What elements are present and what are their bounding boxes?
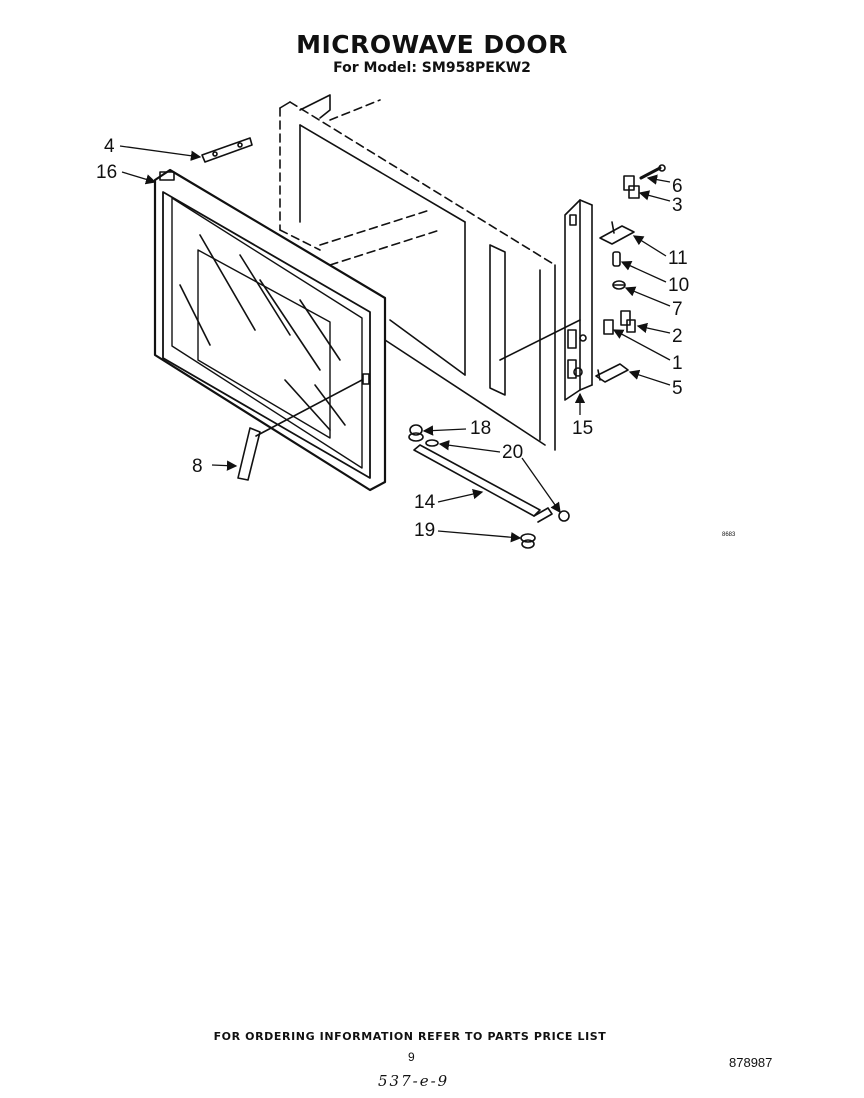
callout-18: 18: [470, 418, 491, 439]
spring-part-7: [612, 280, 626, 290]
leader-2: [636, 322, 671, 334]
handwritten-note: 537-e-9: [378, 1072, 450, 1090]
leader-14: [437, 488, 484, 503]
leader-18: [422, 425, 467, 436]
corner-code: 8683: [722, 532, 736, 538]
callout-8: 8: [192, 456, 203, 477]
leader-16: [121, 171, 157, 185]
callout-10: 10: [668, 275, 689, 296]
rear-door-frame: [279, 94, 581, 451]
leader-6: [646, 174, 671, 185]
latch-lever-part-11: [599, 221, 635, 245]
leader-3: [638, 190, 671, 202]
document-number: 878987: [729, 1055, 773, 1070]
leader-20b: [521, 457, 561, 514]
handle-trim-part-8: [237, 379, 363, 481]
pin-part-10: [612, 251, 621, 267]
ordering-note: FOR ORDERING INFORMATION REFER TO PARTS …: [213, 1030, 607, 1043]
latch-part-2: [620, 310, 636, 333]
leader-20a: [438, 440, 501, 453]
front-door-assembly: [153, 168, 387, 492]
latch-part-3: [623, 175, 640, 199]
callout-6: 6: [672, 176, 683, 197]
callout-20: 20: [502, 442, 523, 463]
screw-part-6: [639, 164, 666, 180]
callout-19: 19: [414, 520, 435, 541]
leader-5: [628, 369, 671, 386]
callout-1: 1: [672, 353, 683, 374]
bracket-part-5: [595, 363, 629, 383]
model-subtitle: For Model: SM958PEKW2: [333, 60, 531, 76]
leader-11: [632, 235, 667, 257]
washer-part-20: [425, 439, 570, 522]
leader-1: [612, 329, 671, 361]
leader-8: [211, 460, 238, 471]
leader-4: [119, 145, 202, 161]
latch-plate-part-15: [564, 199, 593, 401]
latch-part-1: [603, 319, 614, 335]
callout-5: 5: [672, 378, 683, 399]
hinge-plate-part-4: [201, 137, 253, 163]
page-number: 9: [408, 1050, 415, 1064]
leader-7: [624, 286, 671, 307]
hinge-rod-part-14: [413, 444, 553, 523]
callout-11: 11: [668, 248, 688, 269]
bushing-part-18: [408, 424, 424, 442]
callout-2: 2: [672, 326, 683, 347]
diagram-title: MICROWAVE DOOR: [296, 30, 568, 59]
leader-19: [437, 530, 522, 543]
callout-4: 4: [104, 136, 115, 157]
bushing-part-19: [520, 533, 536, 549]
callout-15: 15: [572, 418, 593, 439]
callout-3: 3: [672, 195, 683, 216]
callout-16: 16: [96, 162, 117, 183]
callout-14: 14: [414, 492, 436, 513]
leader-10: [620, 261, 667, 283]
callout-7: 7: [672, 299, 683, 320]
